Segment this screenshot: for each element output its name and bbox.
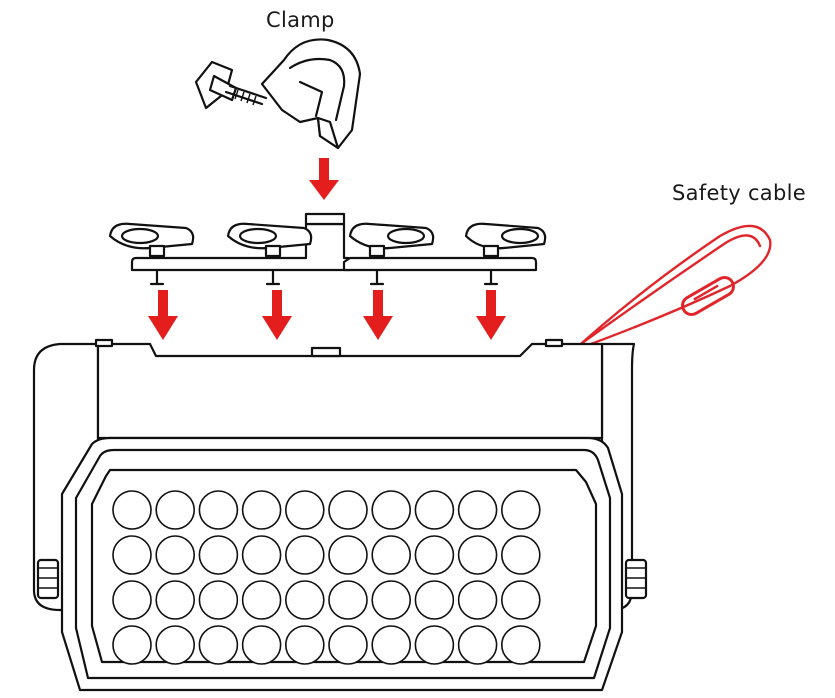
led-3-1 xyxy=(112,580,152,620)
led-fixture xyxy=(32,338,648,692)
led-1-6 xyxy=(328,490,368,530)
fastener-3 xyxy=(348,222,435,286)
fastener-2 xyxy=(226,222,313,286)
omega-bracket xyxy=(108,212,547,286)
fastener-1 xyxy=(108,222,195,286)
led-4-7 xyxy=(371,625,412,665)
led-3-5 xyxy=(284,580,325,620)
clamp-arrow xyxy=(309,158,339,200)
led-2-4 xyxy=(241,535,282,575)
led-3-9 xyxy=(457,580,498,620)
clamp-illustration xyxy=(194,38,362,150)
led-2-5 xyxy=(284,535,325,575)
led-3-3 xyxy=(198,580,239,620)
led-3-6 xyxy=(328,580,368,620)
led-4-2 xyxy=(155,625,195,665)
fastener-4 xyxy=(464,222,547,286)
led-grid xyxy=(112,490,541,665)
led-3-2 xyxy=(155,580,195,620)
led-3-7 xyxy=(371,580,412,620)
led-4-9 xyxy=(457,625,498,665)
mount-arrow-1 xyxy=(148,290,178,340)
mount-arrows xyxy=(148,290,506,340)
safety-cable-label: Safety cable xyxy=(672,181,806,205)
led-2-2 xyxy=(155,535,195,575)
led-4-4 xyxy=(241,625,282,665)
safety-cable xyxy=(570,224,772,354)
led-1-10 xyxy=(500,490,541,530)
led-3-4 xyxy=(241,580,282,620)
led-1-3 xyxy=(198,490,239,530)
led-2-8 xyxy=(414,535,455,575)
led-1-5 xyxy=(284,490,325,530)
led-4-8 xyxy=(414,625,455,665)
led-2-3 xyxy=(198,535,239,575)
led-1-8 xyxy=(414,490,455,530)
led-1-1 xyxy=(112,490,152,530)
led-1-4 xyxy=(241,490,282,530)
clamp-label: Clamp xyxy=(266,8,335,32)
mount-arrow-2 xyxy=(262,290,292,340)
led-3-10 xyxy=(500,580,541,620)
led-1-7 xyxy=(371,490,412,530)
led-4-10 xyxy=(500,625,541,665)
led-2-10 xyxy=(500,535,541,575)
led-2-7 xyxy=(371,535,412,575)
led-2-9 xyxy=(457,535,498,575)
mount-arrow-4 xyxy=(476,290,506,340)
led-4-6 xyxy=(328,625,368,665)
mount-arrow-3 xyxy=(363,290,393,340)
led-4-1 xyxy=(112,625,152,665)
led-4-5 xyxy=(284,625,325,665)
led-2-1 xyxy=(112,535,152,575)
led-4-3 xyxy=(198,625,239,665)
led-1-9 xyxy=(457,490,498,530)
led-1-2 xyxy=(155,490,195,530)
led-3-8 xyxy=(414,580,455,620)
led-2-6 xyxy=(328,535,368,575)
